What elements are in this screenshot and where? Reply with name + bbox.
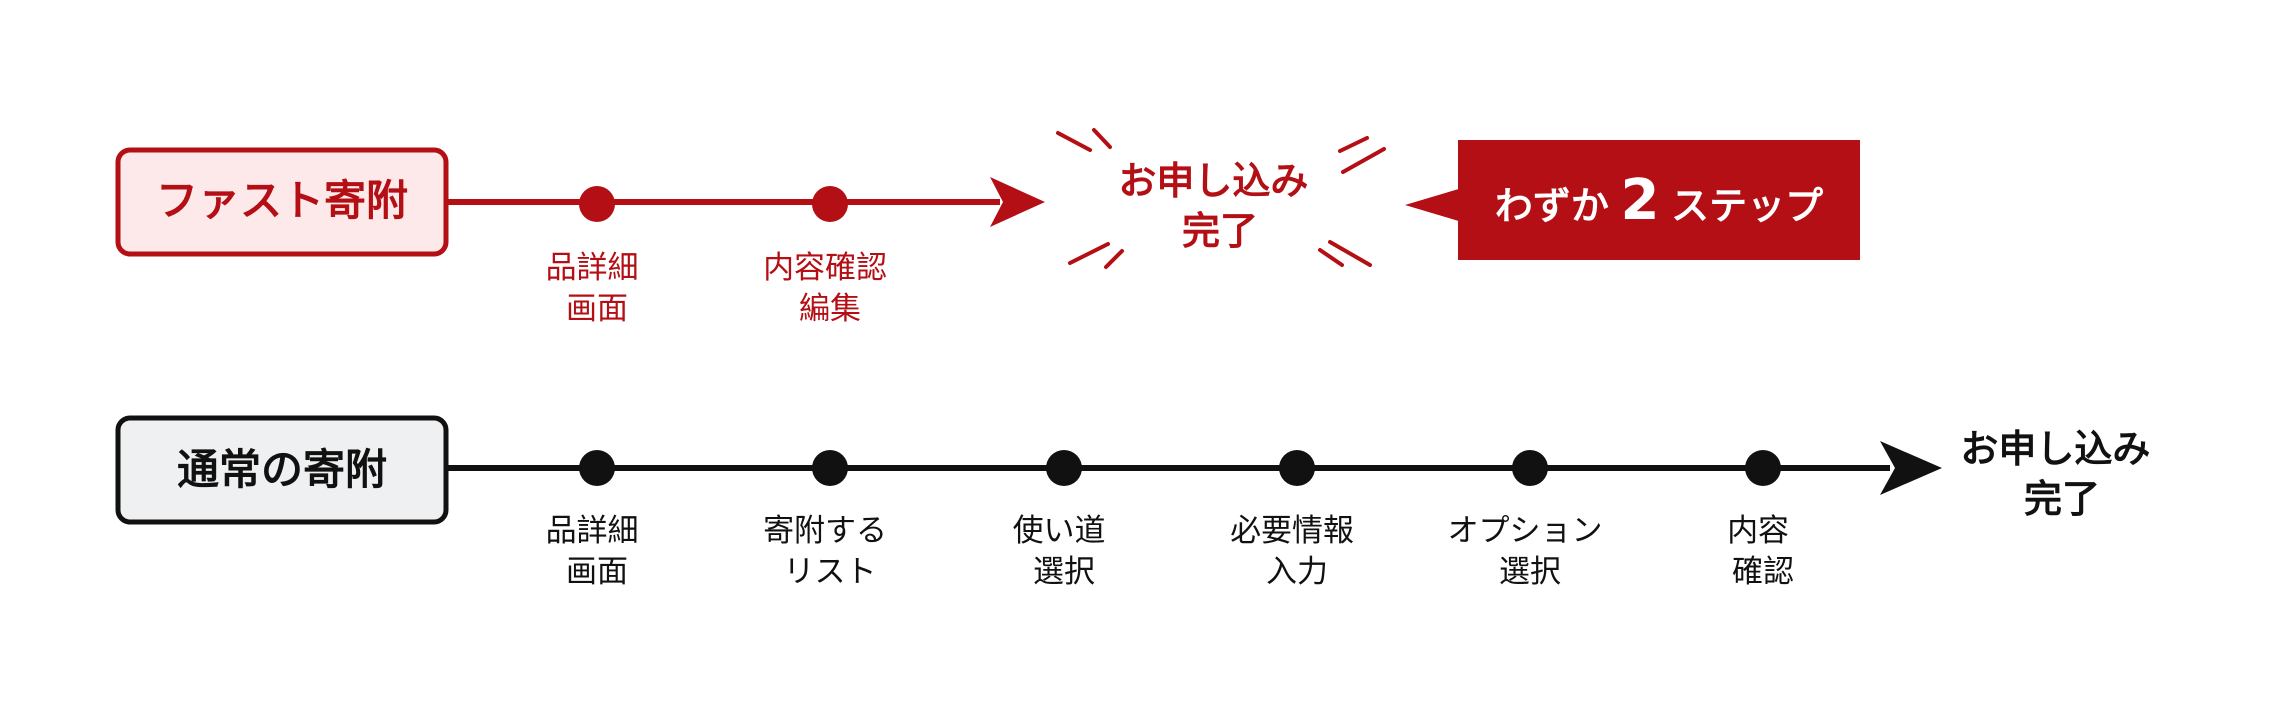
fast-badge-suffix: ステップ: [1671, 184, 1823, 228]
fast-arrow-head: [990, 177, 1045, 227]
fast-badge-number: 2: [1621, 168, 1660, 233]
normal-flow: 通常の寄附 品詳細 画面 寄附する リスト 使い道 選択 必要情報 入力 オプシ…: [115, 415, 2163, 590]
fast-step-dot: [812, 186, 848, 222]
normal-step-label-line2: 選択: [1499, 554, 1561, 590]
fast-badge: [1458, 140, 1860, 260]
normal-step-label: 内容 確認: [1727, 513, 1799, 590]
fast-title: ファスト寄附: [156, 176, 408, 225]
burst-lines: [1056, 128, 1386, 269]
normal-complete-label: お申し込み 完了: [1960, 427, 2163, 521]
normal-step-dot: [579, 450, 615, 486]
normal-step-dot: [812, 450, 848, 486]
normal-step-dot: [1046, 450, 1082, 486]
normal-step-label-line2: 画面: [566, 554, 628, 590]
fast-flow: ファスト寄附 品詳細 画面 内容確認 編集 お申し込み 完了: [115, 128, 1860, 327]
normal-step-label: 寄附する リスト: [763, 513, 897, 590]
normal-step-label: 必要情報 入力: [1230, 513, 1364, 590]
normal-step-label-line2: 確認: [1732, 554, 1794, 590]
fast-step-label-line2: 編集: [799, 291, 861, 327]
normal-title: 通常の寄附: [177, 445, 387, 494]
normal-step-label-line1: 使い道: [1013, 513, 1106, 549]
fast-badge-text: わずか 2 ステップ: [1495, 168, 1823, 233]
fast-badge-pointer: [1405, 188, 1462, 222]
normal-step-dot: [1745, 450, 1781, 486]
fast-complete-line2: 完了: [1182, 209, 1258, 253]
normal-step-label: 品詳細 画面: [546, 513, 649, 590]
normal-step-dot: [1279, 450, 1315, 486]
normal-arrow-head: [1880, 441, 1942, 495]
normal-step-label-line1: 寄附する: [763, 513, 887, 549]
fast-step-label-line1: 品詳細: [546, 250, 639, 286]
fast-step-label: 品詳細 画面: [546, 250, 649, 327]
fast-badge-prefix: わずか: [1495, 184, 1609, 228]
normal-step-dot: [1512, 450, 1548, 486]
normal-step-label-line2: リスト: [784, 554, 877, 590]
normal-step-label-line1: 内容: [1727, 513, 1789, 549]
normal-step-label: オプション 選択: [1448, 513, 1613, 590]
normal-complete-line1: お申し込み: [1960, 427, 2150, 471]
normal-step-label-line2: 選択: [1033, 554, 1095, 590]
normal-step-label-line1: オプション: [1448, 513, 1603, 549]
fast-step-dot: [579, 186, 615, 222]
normal-step-label-line2: 入力: [1266, 554, 1328, 590]
normal-step-label-line1: 品詳細: [546, 513, 639, 549]
fast-complete-line1: お申し込み: [1118, 159, 1308, 203]
normal-complete-line2: 完了: [2024, 477, 2100, 521]
fast-step-label-line1: 内容確認: [763, 250, 887, 286]
normal-step-label: 使い道 選択: [1013, 513, 1116, 590]
fast-complete-label: お申し込み 完了: [1118, 159, 1321, 253]
normal-step-label-line1: 必要情報: [1230, 513, 1354, 549]
fast-step-label-line2: 画面: [566, 291, 628, 327]
fast-step-label: 内容確認 編集: [763, 250, 897, 327]
